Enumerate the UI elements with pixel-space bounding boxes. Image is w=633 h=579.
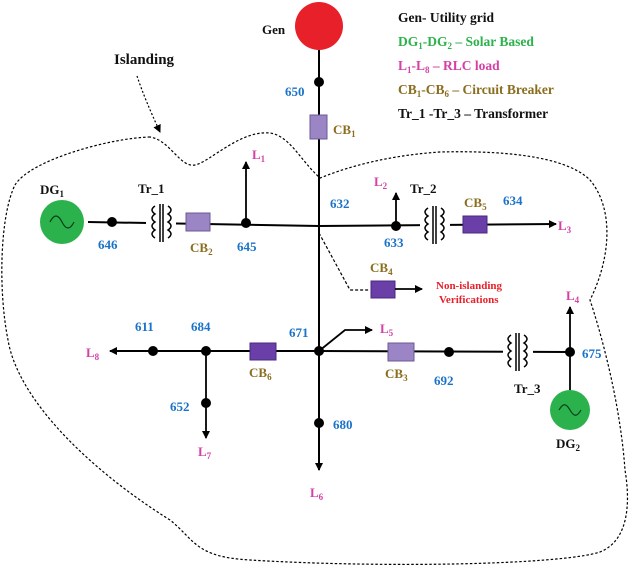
load-l6-label: L6 (310, 485, 324, 502)
legend: Gen- Utility grid DG1-DG2 – Solar Based … (398, 10, 554, 121)
cb6-label: CB6 (249, 365, 272, 382)
bus-671-label: 671 (289, 325, 309, 340)
dg1-sine-icon (49, 215, 75, 229)
bus-611-node (148, 346, 158, 356)
cb1-breaker (309, 114, 328, 140)
cb2-breaker (185, 212, 211, 232)
bus-652-label: 652 (170, 399, 190, 414)
bus-680-node (314, 418, 324, 428)
tr2-label: Tr_2 (410, 181, 436, 196)
cb5-label: CB5 (464, 195, 487, 212)
islanding-label: Islanding (114, 52, 175, 68)
legend-gen: Gen- Utility grid (398, 10, 494, 25)
load-l2-label: L2 (374, 174, 388, 191)
legend-load: L1-L8 – RLC load (398, 58, 500, 75)
bus-633-label: 633 (384, 235, 404, 250)
bus-650-label: 650 (285, 84, 305, 99)
dg2-label: DG2 (556, 436, 581, 453)
bus-692-label: 692 (434, 373, 454, 388)
cb3-label: CB3 (385, 366, 408, 383)
legend-tr: Tr_1 -Tr_3 – Transformer (398, 106, 548, 121)
gen-utility-grid (295, 2, 343, 50)
load-l4-label: L4 (566, 288, 580, 305)
bus-611-label: 611 (135, 319, 154, 334)
load-l1-label: L1 (252, 147, 266, 164)
cb5-breaker (462, 215, 488, 234)
bus-680-label: 680 (333, 417, 353, 432)
dg2-sine-icon (558, 404, 582, 416)
bus-692-node (444, 347, 454, 357)
non-islanding-label-2: Verifications (439, 294, 499, 306)
bus-646-node (107, 217, 117, 227)
legend-cb: CB1-CB6 – Circuit Breaker (398, 82, 554, 99)
bus-650-node (314, 77, 324, 87)
bus-646-label: 646 (98, 237, 118, 252)
cb2-label: CB2 (190, 240, 213, 257)
bus-652-node (201, 398, 211, 408)
load-l8-label: L8 (86, 345, 100, 362)
bus-675-label: 675 (582, 346, 602, 361)
bus-634-label: 634 (503, 193, 523, 208)
cb4-label: CB4 (370, 260, 393, 277)
cb3-breaker (387, 342, 415, 362)
legend-dg: DG1-DG2 – Solar Based (398, 34, 534, 51)
load-l5-feed (318, 326, 373, 352)
load-l3-label: L3 (558, 218, 572, 235)
tr1-label: Tr_1 (138, 181, 164, 196)
cb6-breaker (249, 342, 277, 361)
tr3-label: Tr_3 (514, 381, 541, 396)
bus-684-label: 684 (191, 319, 211, 334)
islanding-pointer-arrow (136, 75, 161, 133)
islanding-boundary (1, 132, 629, 566)
tr1-transformer (151, 204, 172, 242)
cb4-dashed-link (318, 232, 370, 291)
gen-label: Gen (262, 22, 286, 37)
load-l5-label: L5 (380, 321, 394, 338)
cb1-label: CB1 (333, 122, 356, 139)
dg1-label: DG1 (40, 182, 65, 199)
cb4-breaker (370, 280, 396, 299)
tr3-transformer (507, 333, 528, 371)
load-l7-label: L7 (198, 444, 212, 461)
bus-645-label: 645 (237, 239, 257, 254)
bus-632-label: 632 (330, 196, 350, 211)
tr2-transformer (424, 206, 445, 244)
non-islanding-label-1: Non-islanding (436, 280, 503, 292)
